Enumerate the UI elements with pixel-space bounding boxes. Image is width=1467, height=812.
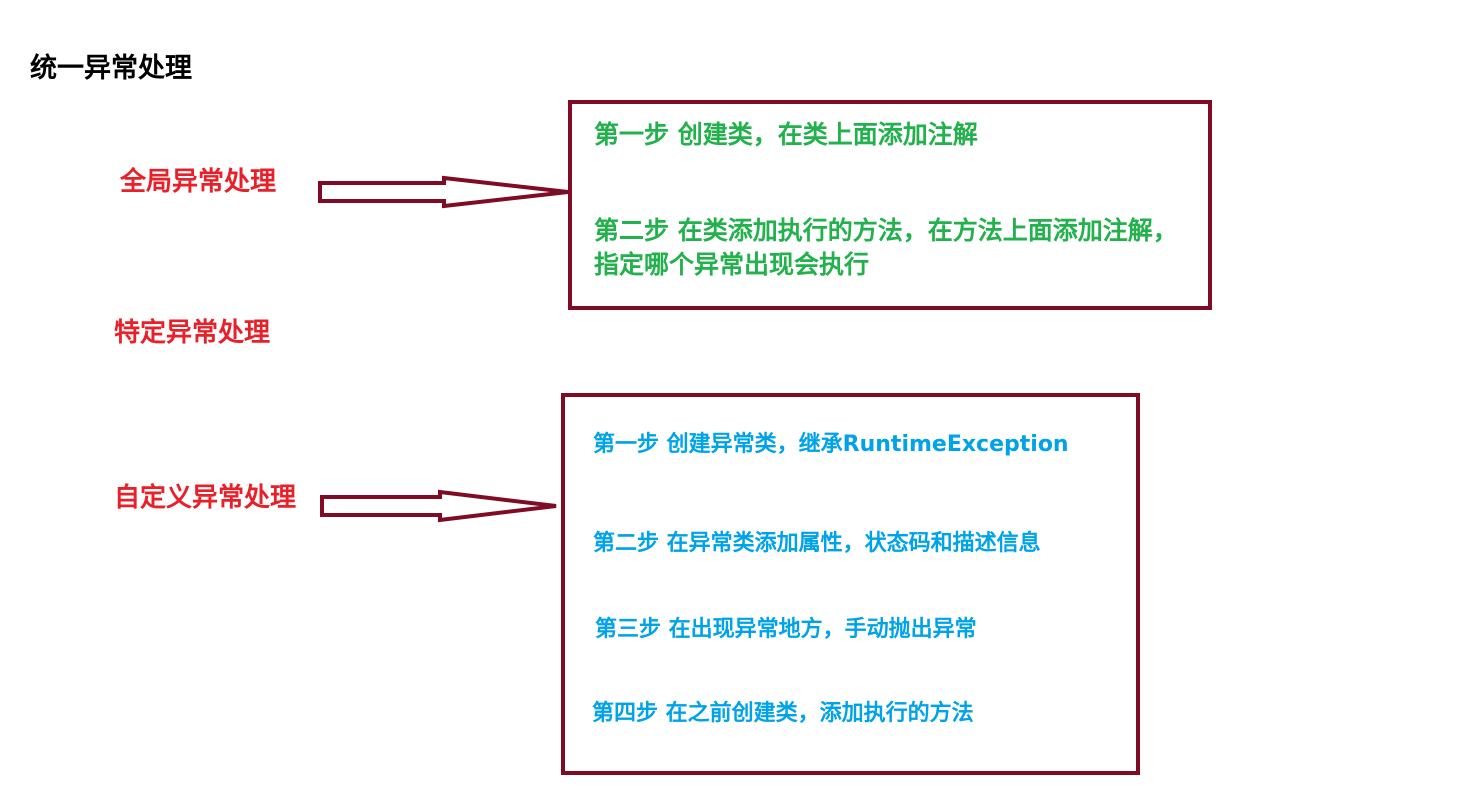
custom-step-1: 第一步 创建异常类，继承RuntimeException <box>593 432 1069 457</box>
global-steps-box <box>568 100 1212 310</box>
custom-steps-box <box>561 393 1140 775</box>
custom-step-2: 第二步 在异常类添加属性，状态码和描述信息 <box>593 531 1041 556</box>
global-step-1: 第一步 创建类，在类上面添加注解 <box>594 120 978 149</box>
category-specific-exception: 特定异常处理 <box>114 318 271 348</box>
page-title: 统一异常处理 <box>30 53 192 84</box>
global-step-2: 第二步 在类添加执行的方法，在方法上面添加注解，指定哪个异常出现会执行 <box>594 216 1178 279</box>
category-custom-exception: 自定义异常处理 <box>114 483 297 513</box>
custom-step-3: 第三步 在出现异常地方，手动抛出异常 <box>595 617 977 642</box>
arrow-right-icon <box>320 489 557 523</box>
custom-step-4: 第四步 在之前创建类，添加执行的方法 <box>592 701 974 726</box>
arrow-right-icon <box>318 175 569 209</box>
category-global-exception: 全局异常处理 <box>120 167 277 197</box>
